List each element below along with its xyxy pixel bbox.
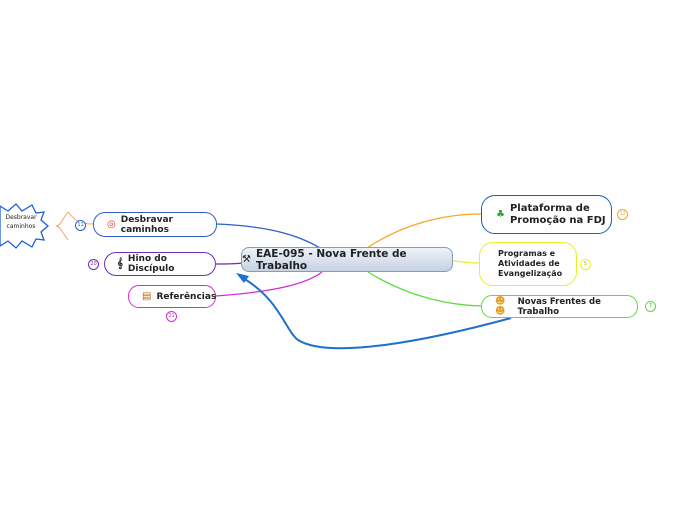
edge-hino <box>215 262 243 265</box>
topic-plataforma-promocao[interactable]: ♣ Plataforma de Promoção na FDJ <box>481 195 612 234</box>
clover-icon: ♣ <box>496 208 505 220</box>
topic-label-line1: Plataforma de <box>509 202 590 214</box>
topic-desbravar-caminhos[interactable]: ◎ Desbravar caminhos <box>93 212 217 237</box>
topic-hino-do-discipulo[interactable]: 𝄞 Hino do Discípulo <box>104 252 216 276</box>
edge-plataforma <box>366 213 482 249</box>
books-icon: ▤ <box>142 290 152 302</box>
edge-novas <box>367 271 482 307</box>
leaf-desbravar-caminhos[interactable]: Desbravar caminhos <box>3 213 39 231</box>
workers-icon: ☻☻ <box>495 295 505 317</box>
relationship-arrowhead <box>236 273 249 283</box>
relationship-link <box>242 277 512 350</box>
topic-label: Plataforma de Promoção na FDJ <box>510 203 606 227</box>
count-badge-novas[interactable]: 7 <box>645 301 656 312</box>
topic-novas-frentes[interactable]: ☻☻ Novas Frentes de Trabalho <box>481 295 638 318</box>
central-topic[interactable]: ⚒ EAE-095 - Nova Frente de Trabalho <box>241 247 453 272</box>
topic-label-line1: Programas e <box>498 249 556 258</box>
edge-desbravar <box>216 223 321 249</box>
edge-referencias <box>215 271 323 297</box>
leaf-line2: caminhos <box>6 223 36 230</box>
count-badge-referencias[interactable]: 21 <box>166 311 177 322</box>
topic-label: Novas Frentes de Trabalho <box>517 296 601 317</box>
topic-programas-atividades[interactable]: Programas e Atividades de Evangelização <box>479 242 577 286</box>
count-badge-plataforma[interactable]: 12 <box>617 209 628 220</box>
topic-label: Programas e Atividades de Evangelização <box>498 249 562 279</box>
hammer-pick-icon: ⚒ <box>242 253 251 265</box>
leaf-line1: Desbravar <box>5 214 37 221</box>
topic-label-line3: Evangelização <box>498 269 563 278</box>
count-badge-hino[interactable]: 20 <box>88 259 99 270</box>
leaf-burst-shape <box>0 203 49 249</box>
count-badge-desbravar[interactable]: 11 <box>75 220 86 231</box>
topic-label-line2: Promoção na FDJ <box>509 214 606 226</box>
topic-label: Hino do Discípulo <box>127 254 175 274</box>
edge-programas <box>452 260 480 264</box>
music-score-icon: 𝄞 <box>117 258 123 269</box>
target-icon: ◎ <box>107 218 116 230</box>
topic-referencias[interactable]: ▤ Referências <box>128 285 216 308</box>
topic-label-line2: Atividades de <box>498 259 560 268</box>
topic-label: Desbravar caminhos <box>120 214 173 235</box>
central-topic-label: EAE-095 - Nova Frente de Trabalho <box>255 247 407 272</box>
topic-label: Referências <box>156 291 217 302</box>
count-badge-programas[interactable]: 5 <box>580 259 591 270</box>
